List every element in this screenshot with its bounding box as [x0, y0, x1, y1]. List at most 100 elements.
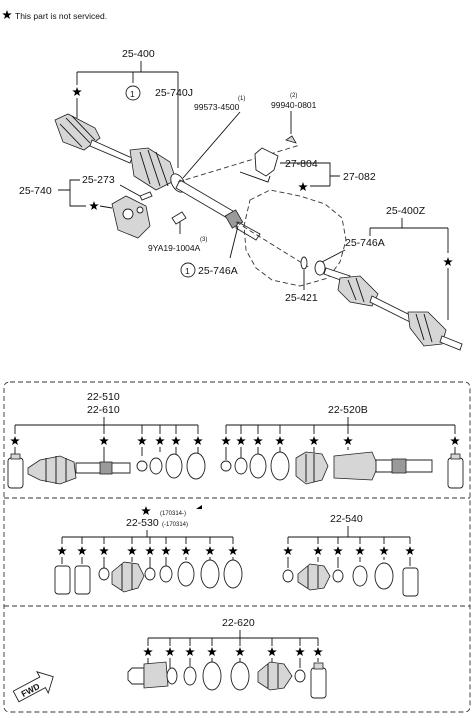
- star-icon: [450, 436, 460, 446]
- clip-part: [300, 256, 308, 270]
- star-icon: [2, 10, 12, 20]
- kit-row2-left: (170314-) 22-530 (-170314): [54, 505, 243, 595]
- bracket-part: [254, 147, 279, 177]
- star-icon: [185, 647, 195, 657]
- stub-shaft: [127, 667, 145, 685]
- star-icon: [405, 546, 415, 556]
- star-icon: [145, 546, 155, 556]
- clamp-part: [294, 669, 306, 683]
- star-icon: [72, 87, 82, 97]
- boot-part: [297, 563, 331, 591]
- star-icon: [155, 436, 165, 446]
- star-icon: [221, 436, 231, 446]
- ref2-num: (2): [290, 93, 297, 99]
- label-27-804: 27-804: [285, 158, 318, 170]
- star-icon: [141, 506, 151, 516]
- ring-part: [374, 562, 394, 590]
- left-drive-shaft: [54, 113, 261, 241]
- ref3-part: 9YA19-1004A: [148, 243, 201, 253]
- label-25-400: 25-400: [122, 48, 155, 60]
- boot-part: [27, 455, 77, 485]
- label-27-082: 27-082: [343, 171, 376, 183]
- label-25-740: 25-740: [19, 185, 52, 197]
- star-icon: [181, 546, 191, 556]
- k4-date-a: (170314-): [160, 511, 186, 517]
- kit-panel: [3, 381, 471, 713]
- clamp-part: [220, 460, 232, 472]
- label-22-510: 22-510: [87, 391, 120, 403]
- label-25-740J: 25-740J: [155, 87, 193, 99]
- star-icon: [165, 647, 175, 657]
- star-icon: [77, 546, 87, 556]
- label-22-530: 22-530: [126, 517, 159, 529]
- star-icon: [99, 436, 109, 446]
- housing-part: [333, 451, 379, 481]
- right-drive-shaft: [323, 267, 463, 351]
- fwd-label: FWD: [20, 681, 42, 699]
- housing-part: [143, 661, 169, 689]
- ring-part: [186, 452, 206, 480]
- grease-tube: [54, 565, 71, 595]
- star-icon: [99, 546, 109, 556]
- ring-part: [202, 661, 222, 691]
- grease-tube: [7, 457, 24, 489]
- star-icon: [89, 201, 99, 211]
- ref3-num: (3): [200, 237, 207, 243]
- circle-1-label: 1: [130, 89, 135, 99]
- ring-part: [249, 453, 267, 479]
- ring-part: [165, 453, 183, 479]
- star-icon: [171, 436, 181, 446]
- star-icon: [236, 436, 246, 446]
- grease-tube: [74, 565, 91, 595]
- grease-tube: [402, 567, 419, 597]
- ring-part: [230, 661, 250, 691]
- label-22-520B: 22-520B: [328, 404, 368, 416]
- star-icon: [127, 546, 137, 556]
- seal-part: [314, 260, 326, 276]
- label-25-421: 25-421: [285, 292, 318, 304]
- kit-row2-right: 22-540: [282, 513, 419, 597]
- boot-part: [111, 561, 145, 593]
- star-icon: [228, 546, 238, 556]
- label-22-540: 22-540: [330, 513, 363, 525]
- star-icon: [161, 546, 171, 556]
- boot-part: [257, 661, 293, 691]
- kit-row3: 22-620: [127, 617, 327, 699]
- legend-text: This part is not serviced.: [15, 11, 107, 21]
- star-icon: [205, 546, 215, 556]
- grease-tube: [310, 667, 327, 699]
- ring-part: [200, 559, 220, 589]
- star-icon: [57, 546, 67, 556]
- star-icon: [137, 436, 147, 446]
- circle-1-label: 1: [185, 266, 190, 276]
- star-icon: [267, 647, 277, 657]
- ring-part: [159, 565, 173, 583]
- star-icon: [10, 436, 20, 446]
- star-icon: [295, 647, 305, 657]
- ring-part: [352, 565, 368, 587]
- star-icon: [283, 546, 293, 556]
- label-25-400Z: 25-400Z: [386, 205, 426, 217]
- kit-row1-left: 22-510 22-610: [7, 391, 206, 489]
- kit-row1-right: 22-520B: [220, 404, 464, 489]
- ring-part: [234, 457, 248, 475]
- grease-tube: [447, 457, 464, 489]
- circle-1-icon: [125, 85, 141, 101]
- label-25-273: 25-273: [82, 174, 115, 186]
- star-icon: [235, 647, 245, 657]
- star-icon: [275, 436, 285, 446]
- star-icon: [193, 436, 203, 446]
- label-22-610: 22-610: [87, 404, 120, 416]
- star-icon: [379, 546, 389, 556]
- ring-part: [177, 561, 195, 587]
- star-icon: [333, 546, 343, 556]
- star-icon: [253, 436, 263, 446]
- clamp-part: [332, 569, 344, 583]
- star-icon: [313, 647, 323, 657]
- clamp-part: [136, 460, 148, 472]
- ref1-num: (1): [238, 96, 245, 102]
- circle-1-icon: [180, 262, 196, 278]
- ring-part: [223, 559, 243, 589]
